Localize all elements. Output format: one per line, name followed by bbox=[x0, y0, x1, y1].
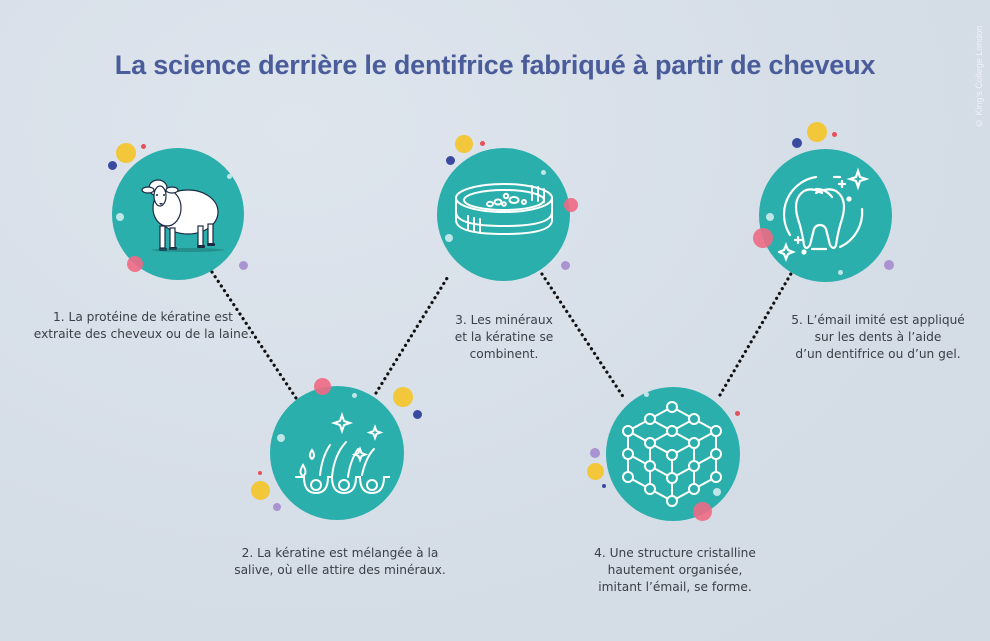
decor-dot bbox=[258, 471, 262, 475]
caption-line: d’un dentifrice ou d’un gel. bbox=[795, 347, 961, 361]
decor-dot bbox=[227, 174, 232, 179]
decor-dot bbox=[602, 484, 606, 488]
caption-line: salive, où elle attire des minéraux. bbox=[234, 563, 446, 577]
connector-2-3 bbox=[374, 273, 451, 395]
step-4-caption: 4. Une structure cristalline hautement o… bbox=[570, 545, 780, 596]
caption-line: 1. La protéine de kératine est bbox=[53, 310, 233, 324]
decor-dot bbox=[273, 503, 281, 511]
caption-line: 2. La kératine est mélangée à la bbox=[241, 546, 439, 560]
step-3-circle bbox=[437, 148, 570, 281]
caption-line: extraite des cheveux ou de la laine. bbox=[33, 327, 253, 341]
decor-dot bbox=[251, 481, 270, 500]
step-3-caption: 3. Les minéraux et la kératine se combin… bbox=[440, 312, 568, 363]
caption-line: sur les dents à l’aide bbox=[814, 330, 942, 344]
caption-line: hautement organisée, bbox=[607, 563, 743, 577]
caption-line: imitant l’émail, se forme. bbox=[598, 580, 752, 594]
decor-dot bbox=[838, 270, 843, 275]
decor-dot bbox=[564, 198, 578, 212]
decor-dot bbox=[446, 156, 455, 165]
connector-4-5 bbox=[718, 270, 794, 397]
decor-dot bbox=[116, 213, 124, 221]
decor-dot bbox=[590, 448, 600, 458]
decor-dot bbox=[445, 234, 453, 242]
sheep-icon bbox=[141, 179, 224, 252]
caption-line: 3. Les minéraux bbox=[455, 313, 553, 327]
decor-dot bbox=[693, 502, 712, 521]
infographic-title: La science derrière le dentifrice fabriq… bbox=[114, 50, 876, 80]
decor-dot bbox=[884, 260, 894, 270]
caption-line: 4. Une structure cristalline bbox=[594, 546, 756, 560]
crystal-lattice-icon bbox=[622, 401, 722, 507]
decor-dot bbox=[239, 261, 248, 270]
decor-dot bbox=[832, 132, 837, 137]
decor-dot bbox=[314, 378, 331, 395]
decor-dot bbox=[644, 392, 649, 397]
step-5-circle bbox=[759, 149, 892, 282]
connector-3-4 bbox=[540, 272, 626, 400]
decor-dot bbox=[480, 141, 485, 146]
decor-dot bbox=[807, 122, 827, 142]
step-5-caption: 5. L’émail imité est appliqué sur les de… bbox=[768, 312, 988, 363]
decor-dot bbox=[116, 143, 136, 163]
decor-dot bbox=[455, 135, 473, 153]
decor-dot bbox=[792, 138, 802, 148]
decor-dot bbox=[587, 463, 604, 480]
decor-dot bbox=[541, 170, 546, 175]
caption-line: 5. L’émail imité est appliqué bbox=[791, 313, 965, 327]
decor-dot bbox=[108, 161, 117, 170]
hair-follicles-drops-icon bbox=[295, 411, 390, 495]
decor-dot bbox=[127, 256, 143, 272]
decor-dot bbox=[735, 411, 740, 416]
sparkling-tooth-icon bbox=[778, 167, 870, 262]
caption-line: combinent. bbox=[469, 347, 539, 361]
step-2-circle bbox=[270, 386, 404, 520]
caption-line: et la kératine se bbox=[454, 330, 554, 344]
decor-dot bbox=[753, 228, 773, 248]
decor-dot bbox=[141, 144, 146, 149]
step-1-caption: 1. La protéine de kératine est extraite … bbox=[18, 309, 268, 343]
decor-dot bbox=[277, 434, 285, 442]
decor-dot bbox=[393, 387, 413, 407]
decor-dot bbox=[413, 410, 422, 419]
step-2-caption: 2. La kératine est mélangée à la salive,… bbox=[215, 545, 465, 579]
petri-dish-icon bbox=[455, 183, 553, 236]
decor-dot bbox=[766, 213, 774, 221]
decor-dot bbox=[352, 393, 357, 398]
decor-dot bbox=[713, 488, 721, 496]
decor-dot bbox=[561, 261, 570, 270]
